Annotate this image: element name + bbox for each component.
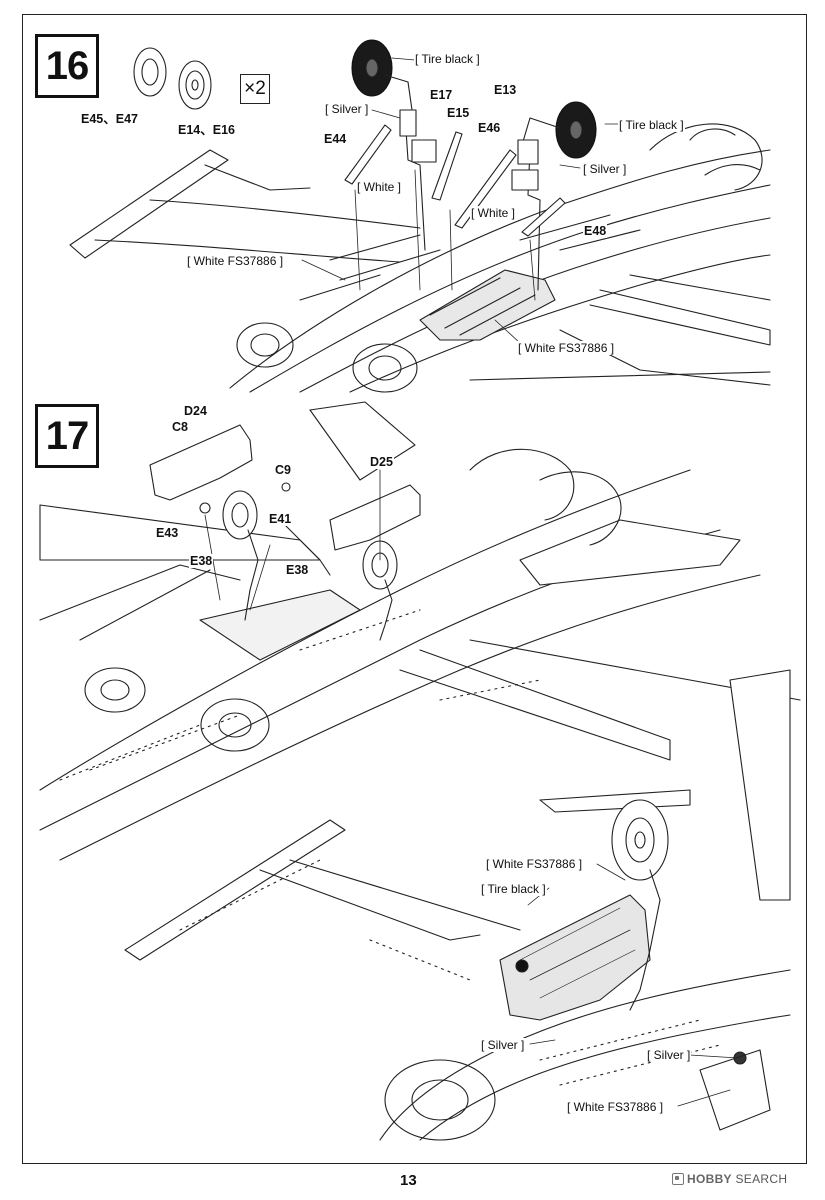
label-e43: E43 (155, 526, 180, 540)
step-17-number: 17 (35, 404, 99, 468)
label-e38-2: E38 (285, 563, 310, 577)
label-white-1: [ White ] (356, 180, 403, 194)
hobby-search-logo-icon (672, 1173, 684, 1185)
label-silver-2: [ Silver ] (582, 162, 628, 176)
watermark: HOBBY SEARCH (672, 1172, 787, 1186)
label-c8: C8 (171, 420, 189, 434)
label-e45-e47: E45、E47 (80, 112, 139, 126)
detail-label-tire-black: [ Tire black ] (480, 882, 547, 896)
label-leader-lines (301, 57, 739, 1107)
label-e38-1: E38 (189, 554, 214, 568)
label-white-2: [ White ] (470, 206, 517, 220)
label-d24: D24 (183, 404, 208, 418)
watermark-brand-rest: SEARCH (731, 1172, 788, 1186)
label-tire-black-1: [ Tire black ] (414, 52, 481, 66)
label-e13: E13 (493, 83, 518, 97)
detail-label-silver-2: [ Silver ] (646, 1048, 692, 1062)
page-number: 13 (400, 1172, 417, 1189)
watermark-brand-bold: HOBBY (687, 1172, 732, 1186)
detail-airframe (124, 669, 791, 1141)
label-e44: E44 (323, 132, 348, 146)
label-white-fs-1: [ White FS37886 ] (186, 254, 285, 268)
step16-gear-struts (344, 39, 597, 301)
label-e17: E17 (429, 88, 454, 102)
label-e46: E46 (477, 121, 502, 135)
label-e48: E48 (583, 224, 608, 238)
label-white-fs-2: [ White FS37886 ] (517, 341, 616, 355)
step17-gear-doors (149, 424, 421, 641)
label-c9: C9 (274, 463, 292, 477)
label-tire-black-2: [ Tire black ] (618, 118, 685, 132)
step16-airframe (69, 123, 771, 393)
label-silver-1: [ Silver ] (324, 102, 370, 116)
label-e14-e16: E14、E16 (177, 123, 236, 137)
label-e15: E15 (446, 106, 471, 120)
label-e41: E41 (268, 512, 293, 526)
detail-label-silver-1: [ Silver ] (480, 1038, 526, 1052)
label-d25: D25 (369, 455, 394, 469)
detail-label-white-fs-2: [ White FS37886 ] (566, 1100, 665, 1114)
step16-wheel-parts (133, 47, 212, 110)
step-16-number: 16 (35, 34, 99, 98)
detail-label-white-fs-1: [ White FS37886 ] (485, 857, 584, 871)
quantity-multiplier: ×2 (240, 74, 270, 104)
